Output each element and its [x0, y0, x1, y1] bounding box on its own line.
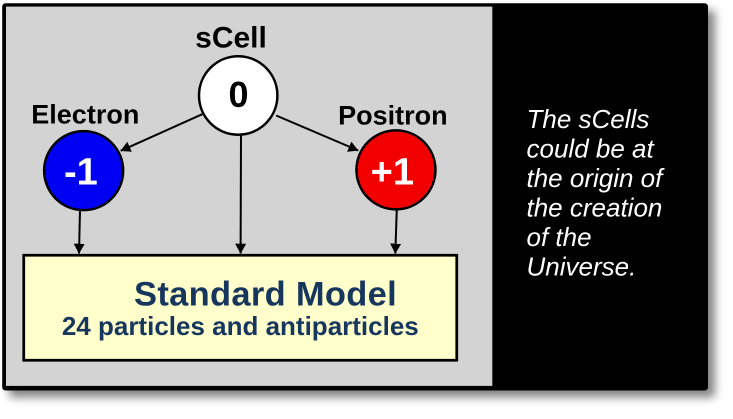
- svg-text:+1: +1: [371, 152, 414, 194]
- svg-text:-1: -1: [64, 152, 98, 194]
- svg-text:sCell: sCell: [195, 22, 267, 55]
- svg-text:0: 0: [228, 74, 248, 115]
- svg-text:could be at: could be at: [527, 134, 656, 164]
- svg-text:Electron: Electron: [31, 100, 139, 130]
- svg-text:the creation: the creation: [527, 193, 663, 223]
- svg-text:Universe.: Universe.: [527, 252, 637, 282]
- svg-text:the origin of: the origin of: [527, 163, 666, 193]
- svg-text:24 particles and antiparticles: 24 particles and antiparticles: [62, 311, 419, 341]
- svg-text:Standard Model: Standard Model: [134, 276, 397, 314]
- svg-text:The sCells: The sCells: [527, 104, 650, 134]
- svg-text:of the: of the: [527, 222, 592, 252]
- svg-text:Positron: Positron: [338, 101, 448, 131]
